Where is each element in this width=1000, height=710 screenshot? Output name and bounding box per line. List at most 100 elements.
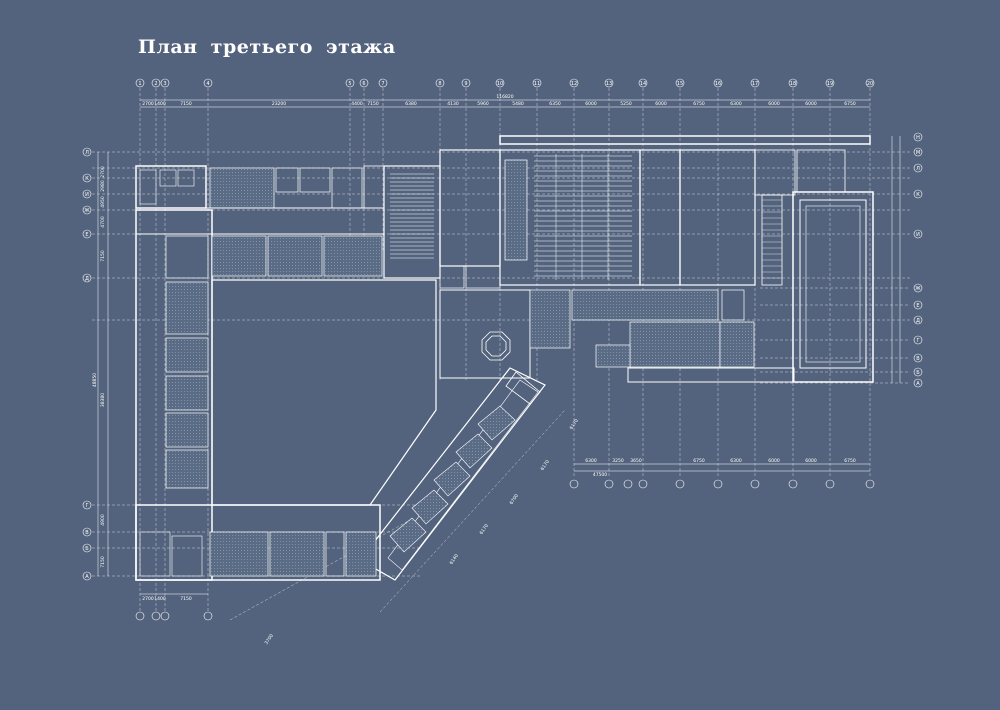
svg-text:18: 18: [790, 81, 796, 87]
svg-text:6000: 6000: [585, 101, 597, 107]
octagon-lobby: [481, 331, 511, 361]
svg-text:Н: Н: [916, 135, 920, 141]
svg-text:8: 8: [438, 81, 441, 87]
svg-text:И: И: [85, 192, 89, 198]
svg-text:7: 7: [381, 81, 384, 87]
svg-text:6170: 6170: [568, 418, 580, 431]
right-axis-labels: А Б В Г Д Е Ж И К Л М Н: [915, 135, 921, 387]
svg-text:4400: 4400: [351, 101, 363, 107]
svg-text:В: В: [916, 356, 920, 362]
svg-text:2700: 2700: [142, 596, 154, 602]
svg-text:6000: 6000: [805, 101, 817, 107]
svg-text:Д: Д: [916, 318, 920, 324]
page-title: План третьего этажа: [138, 36, 396, 58]
right-axis-markers: [913, 132, 923, 388]
svg-text:7150: 7150: [100, 556, 106, 568]
svg-text:5480: 5480: [512, 101, 524, 107]
svg-text:6350: 6350: [549, 101, 561, 107]
svg-text:6000: 6000: [655, 101, 667, 107]
left-wing: [135, 209, 213, 581]
svg-text:47500: 47500: [593, 472, 607, 478]
svg-text:7150: 7150: [180, 596, 192, 602]
svg-text:6300: 6300: [730, 458, 742, 464]
svg-text:6750: 6750: [844, 458, 856, 464]
svg-text:1400: 1400: [154, 101, 166, 107]
svg-text:Г: Г: [85, 503, 88, 509]
svg-text:Ж: Ж: [84, 208, 90, 214]
svg-text:Л: Л: [85, 150, 89, 156]
small-hall-seating: [390, 173, 434, 259]
svg-text:6140: 6140: [448, 553, 460, 566]
svg-text:А: А: [916, 381, 920, 387]
right-lower-dimensions: 6300 3250 3650 6750 6300 6000 6000 6750 …: [585, 458, 856, 478]
svg-text:11: 11: [534, 81, 540, 87]
svg-text:10: 10: [497, 81, 503, 87]
svg-text:5: 5: [348, 81, 351, 87]
svg-text:6000: 6000: [768, 458, 780, 464]
svg-text:К: К: [85, 176, 89, 182]
svg-text:19: 19: [827, 81, 833, 87]
svg-text:15: 15: [677, 81, 683, 87]
svg-text:6300: 6300: [730, 101, 742, 107]
bottom-right-axis-markers: [569, 479, 875, 489]
svg-text:6750: 6750: [844, 101, 856, 107]
svg-text:1: 1: [138, 81, 141, 87]
svg-text:Д: Д: [85, 276, 89, 282]
svg-text:14: 14: [640, 81, 646, 87]
svg-text:Б: Б: [916, 370, 920, 376]
diagonal-wing: [359, 367, 546, 581]
svg-text:И: И: [916, 232, 920, 238]
bottom-left-dimensions: 2700 1400 7150: [142, 596, 192, 602]
svg-text:2700: 2700: [100, 166, 106, 178]
svg-text:1400: 1400: [154, 596, 166, 602]
svg-text:5960: 5960: [477, 101, 489, 107]
svg-text:6: 6: [362, 81, 365, 87]
diagonal-dimensions: 6170 6170 6700 6170 6140 3700: [263, 418, 580, 646]
svg-text:2: 2: [154, 81, 157, 87]
svg-text:12: 12: [571, 81, 577, 87]
svg-text:38380: 38380: [100, 393, 106, 407]
svg-text:М: М: [916, 150, 920, 156]
svg-text:Б: Б: [85, 546, 89, 552]
svg-text:4: 4: [206, 81, 209, 87]
svg-text:4950: 4950: [100, 196, 106, 208]
main-hall-seating: [534, 154, 632, 280]
dimension-lines: [97, 99, 901, 595]
svg-text:5250: 5250: [620, 101, 632, 107]
svg-text:6300: 6300: [585, 458, 597, 464]
svg-text:6700: 6700: [508, 493, 520, 506]
svg-text:Г: Г: [916, 338, 919, 344]
svg-text:3700: 3700: [263, 633, 275, 646]
svg-text:Е: Е: [85, 232, 88, 238]
svg-text:13: 13: [606, 81, 612, 87]
svg-text:Л: Л: [916, 166, 920, 172]
svg-text:К: К: [916, 192, 920, 198]
svg-text:2700: 2700: [142, 101, 154, 107]
top-axis-labels: 1 2 3 4 5 6 7 8 9 10 11 12 13 14 15 16 1…: [138, 81, 873, 87]
svg-text:3650: 3650: [630, 458, 642, 464]
svg-text:6000: 6000: [805, 458, 817, 464]
svg-text:17: 17: [752, 81, 758, 87]
svg-text:7150: 7150: [180, 101, 192, 107]
svg-text:116820: 116820: [496, 94, 513, 100]
svg-text:7150: 7150: [100, 250, 106, 262]
svg-text:А: А: [85, 574, 89, 580]
svg-text:В: В: [85, 530, 89, 536]
svg-text:6170: 6170: [539, 459, 551, 472]
svg-text:7150: 7150: [367, 101, 379, 107]
svg-text:2980: 2980: [100, 180, 106, 192]
svg-text:6000: 6000: [768, 101, 780, 107]
left-axis-labels: А Б В Г Д Е Ж И К Л: [84, 150, 90, 580]
top-dimensions: 2700 1400 7150 23200 4400 7150 6380 4130…: [142, 94, 856, 107]
svg-text:23200: 23200: [272, 101, 286, 107]
svg-text:4130: 4130: [447, 101, 459, 107]
bottom-left-axis-markers: [135, 611, 213, 621]
svg-text:20: 20: [867, 81, 873, 87]
stage-stairs: [761, 194, 783, 286]
svg-text:Е: Е: [916, 303, 919, 309]
left-axis-markers: [82, 147, 92, 581]
bottom-wing: [135, 504, 381, 581]
svg-text:4900: 4900: [100, 514, 106, 526]
